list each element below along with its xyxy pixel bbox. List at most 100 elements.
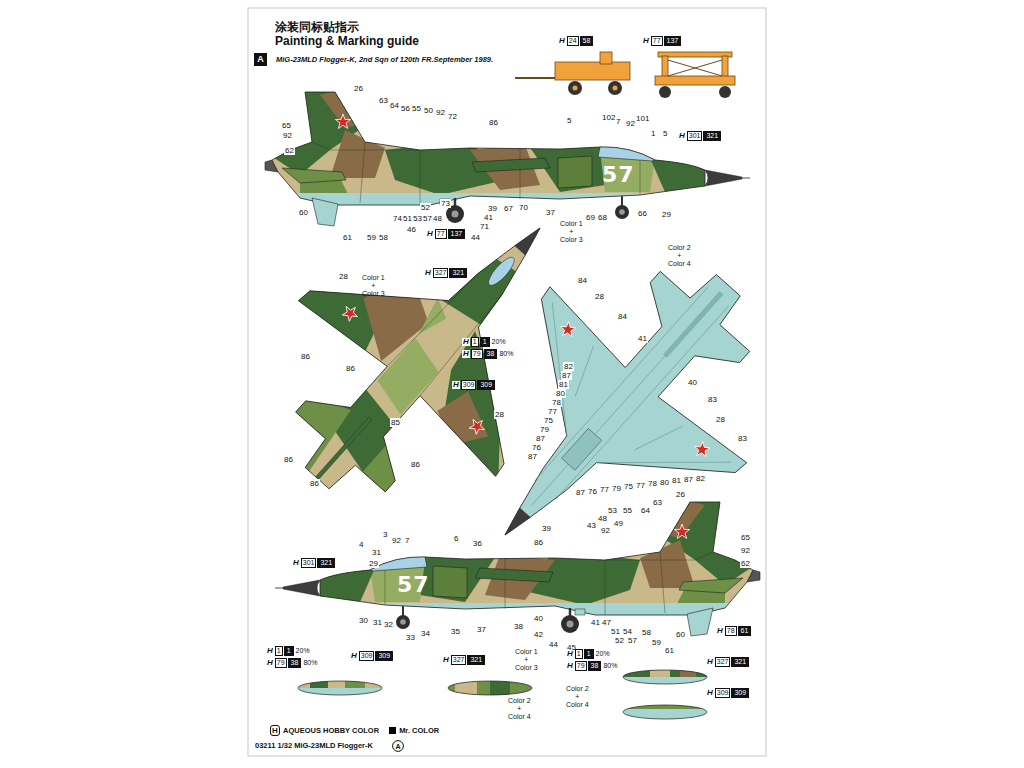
- label-group: 51: [610, 627, 621, 636]
- label-group: 56: [400, 104, 411, 113]
- mr-color-code: 38: [588, 661, 602, 671]
- mr-color-code: 321: [703, 131, 721, 141]
- callout-number: 5: [662, 129, 668, 138]
- color-note: Color 4: [668, 260, 691, 268]
- callout-number: 33: [405, 633, 416, 642]
- label-group: 60: [298, 208, 309, 217]
- label-group: H309309: [350, 651, 393, 661]
- profile-letter: A: [257, 55, 264, 64]
- callout-number: 75: [543, 416, 554, 425]
- callout-number: 29: [661, 210, 672, 219]
- callout-number: 58: [641, 628, 652, 637]
- label-group: H327321: [706, 657, 749, 667]
- label-group: 66: [637, 209, 648, 218]
- callout-number: 80: [659, 478, 670, 487]
- callout-number: 87: [527, 452, 538, 461]
- callout-number: 4: [358, 540, 364, 549]
- label-group: 68: [597, 213, 608, 222]
- callout-number: 36: [472, 539, 483, 548]
- hobby-color-code: 327: [451, 655, 467, 665]
- top-view-part-part: [438, 242, 533, 338]
- drop-tank-part: [623, 705, 707, 719]
- label-group: H327321: [424, 268, 467, 278]
- label-group: 92: [600, 526, 611, 535]
- callout-number: 80: [555, 389, 566, 398]
- bottom-view-part: [562, 428, 602, 470]
- label-group: H1120%: [462, 337, 507, 347]
- callout-number: 5: [566, 116, 572, 125]
- label-group: 86: [309, 479, 320, 488]
- drop-tank-part: [448, 681, 532, 695]
- hobby-color-code: 1: [471, 337, 479, 347]
- label-group: 36: [472, 539, 483, 548]
- callout-number: 37: [476, 625, 487, 634]
- label-group: H793880%: [566, 661, 618, 671]
- mr-color-code: 38: [484, 349, 498, 359]
- label-group: 87: [575, 488, 586, 497]
- drop-tank-part: [623, 670, 707, 684]
- color-note: +: [569, 228, 573, 236]
- ground-trailer-part: [573, 86, 578, 91]
- callout-number: 101: [635, 114, 650, 123]
- hobby-color-code: 78: [725, 626, 737, 636]
- drop-tank-part-part: [650, 670, 670, 677]
- label-group: 37: [545, 208, 556, 217]
- label-group: 5: [566, 116, 572, 125]
- callout-number: 82: [563, 362, 574, 371]
- paint-brand-mark: H: [424, 269, 432, 277]
- callout-number: 48: [597, 514, 608, 523]
- color-note: +: [517, 705, 521, 713]
- callout-number: 92: [282, 131, 293, 140]
- mix-percentage: 80%: [302, 659, 318, 667]
- label-group: 75: [623, 482, 634, 491]
- callout-number: 47: [601, 618, 612, 627]
- label-group: 28: [715, 415, 726, 424]
- callout-number: 65: [281, 121, 292, 130]
- callout-number: 75: [623, 482, 634, 491]
- callout-number: 48: [432, 214, 443, 223]
- label-group: 72: [447, 112, 458, 121]
- mr-color-code: 137: [664, 36, 682, 46]
- hobby-color-code: 1: [275, 646, 283, 656]
- label-group: 35: [450, 627, 461, 636]
- label-group: H77137: [426, 229, 465, 239]
- label-group: 42: [533, 630, 544, 639]
- label-group: Color 1+Color 3: [515, 648, 538, 672]
- hobby-color-code: 301: [301, 558, 317, 568]
- hobby-color-code: 309: [359, 651, 375, 661]
- header-text: Painting & Marking guide: [275, 34, 419, 48]
- callout-number: 41: [590, 618, 601, 627]
- label-group: 40: [533, 614, 544, 623]
- callout-number: 31: [371, 548, 382, 557]
- ground-stand-part: [655, 76, 735, 85]
- callout-number: 32: [383, 620, 394, 629]
- callout-number: 78: [647, 479, 658, 488]
- label-group: 77: [635, 481, 646, 490]
- label-group: H: [270, 725, 280, 736]
- footer-text: 03211 1/32 MiG-23MLD Flogger-K: [255, 741, 373, 750]
- ground-stand-part: [658, 52, 732, 57]
- hobby-color-code: 309: [715, 688, 731, 698]
- label-group: Color 2+Color 4: [566, 685, 589, 709]
- label-group: 57: [627, 636, 638, 645]
- ground-stand-part: [659, 86, 671, 98]
- callout-number: 44: [548, 640, 559, 649]
- callout-number: 7: [404, 536, 410, 545]
- label-group: 38: [513, 622, 524, 631]
- paint-brand-mark: H: [558, 37, 566, 45]
- label-group: 86: [283, 455, 294, 464]
- paint-brand-mark: H: [566, 650, 574, 658]
- label-group: Color 1+Color 3: [362, 274, 385, 298]
- label-group: 58: [641, 628, 652, 637]
- label-group: 75: [543, 416, 554, 425]
- label-group: 87: [527, 452, 538, 461]
- mix-percentage: 80%: [498, 350, 514, 358]
- drop-tank-part: [448, 681, 532, 695]
- title: 涂装同标贴指示: [275, 19, 359, 36]
- mr-color-code: 58: [580, 36, 594, 46]
- label-group: 81: [671, 476, 682, 485]
- label-group: 57: [397, 573, 430, 597]
- callout-number: 71: [479, 222, 490, 231]
- drop-tank: [623, 670, 707, 684]
- callout-number: 66: [637, 209, 648, 218]
